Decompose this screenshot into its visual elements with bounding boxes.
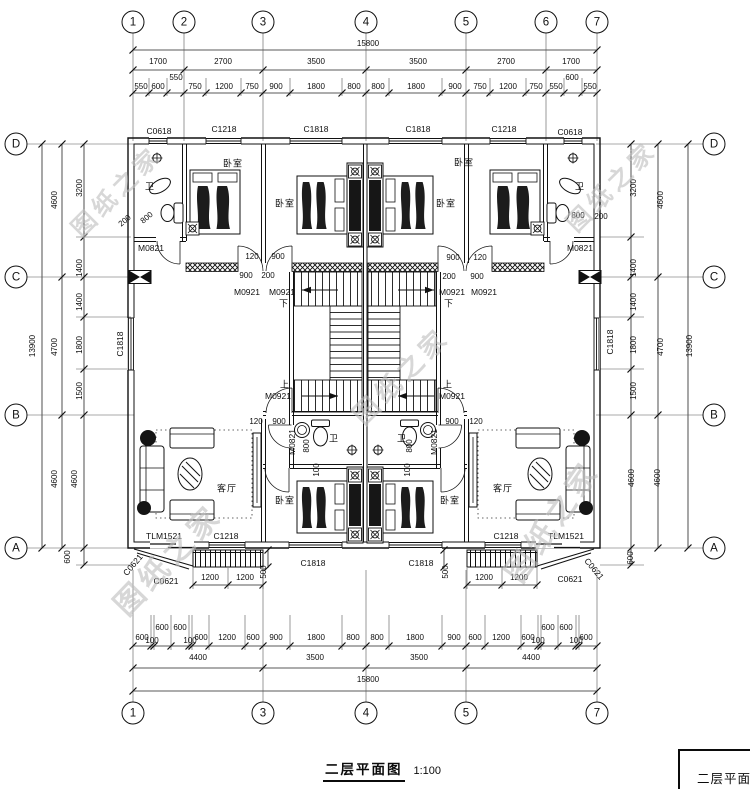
grid-axis-bottom-4: 4 — [354, 701, 378, 725]
grid-axis-right-A: A — [702, 536, 726, 560]
grid-axis-top-4: 4 — [354, 10, 378, 34]
grid-axis-top-3: 3 — [251, 10, 275, 34]
grid-axis-right-B: B — [702, 403, 726, 427]
grid-axis-bottom-1: 1 — [121, 701, 145, 725]
corner-title-block: 二层平面 — [678, 749, 750, 789]
grid-axis-left-C: C — [4, 265, 28, 289]
grid-axis-bottom-7: 7 — [585, 701, 609, 725]
balcony-railings — [133, 548, 595, 570]
windows — [127, 136, 600, 550]
grid-axis-top-2: 2 — [172, 10, 196, 34]
dimension-lines — [27, 33, 703, 702]
grid-axis-left-B: B — [4, 403, 28, 427]
title-text: 二层平面图 — [323, 758, 405, 782]
grid-axis-left-D: D — [4, 132, 28, 156]
grid-axis-right-D: D — [702, 132, 726, 156]
grid-axis-top-5: 5 — [454, 10, 478, 34]
grid-axis-left-A: A — [4, 536, 28, 560]
grid-axis-bottom-3: 3 — [251, 701, 275, 725]
grid-axis-right-C: C — [702, 265, 726, 289]
drawing-title: 二层平面图 1:100 — [323, 758, 441, 782]
grid-axis-bottom-5: 5 — [454, 701, 478, 725]
walls — [127, 137, 602, 549]
grid-axis-top-7: 7 — [585, 10, 609, 34]
corner-title-text: 二层平面 — [697, 772, 750, 786]
door-swings — [156, 240, 574, 493]
bath-fixtures — [149, 152, 581, 456]
staircases — [293, 271, 437, 413]
grid-axis-top-6: 6 — [534, 10, 558, 34]
title-scale: 1:100 — [413, 765, 442, 777]
grid-axis-top-1: 1 — [121, 10, 145, 34]
furniture — [137, 162, 593, 544]
